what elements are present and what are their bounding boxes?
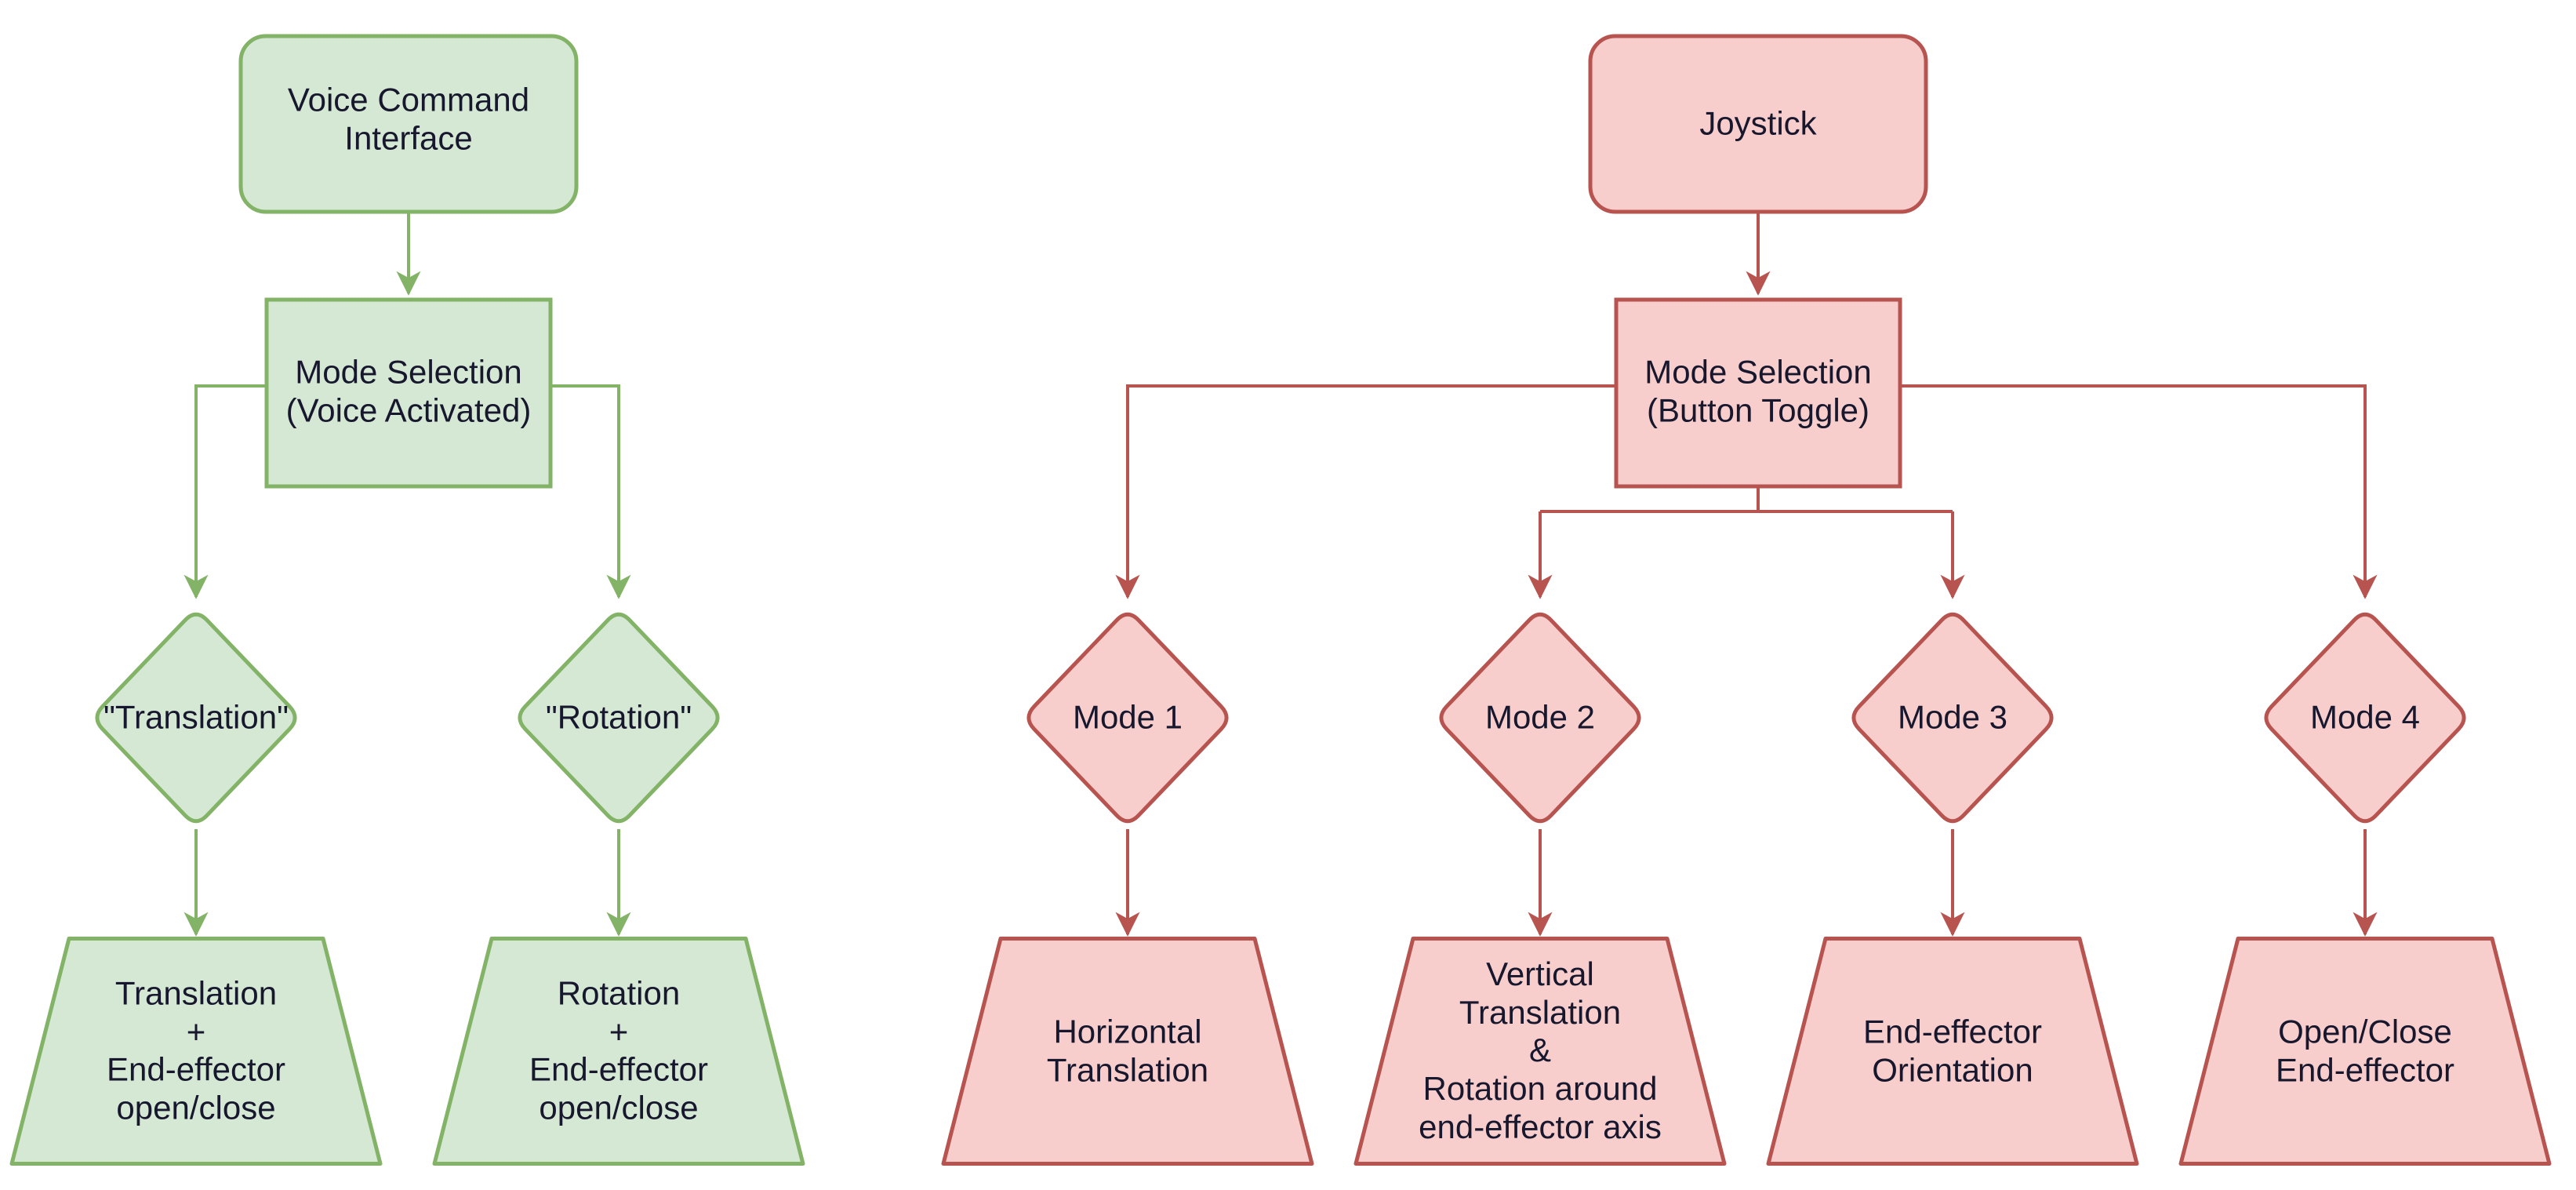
joystick-mode-to-mode4-arrow <box>1900 384 2378 599</box>
mode3-action-trapezoid <box>1768 939 2137 1164</box>
voice-flow-connectors <box>183 213 631 937</box>
voice-mode-to-rotation-arrow <box>550 384 631 599</box>
joystick-node <box>1588 34 1928 214</box>
mode1-action-trapezoid <box>943 939 1312 1164</box>
mode4-decision-diamond <box>2266 614 2464 821</box>
voice-mode-to-translation-arrow <box>183 384 267 599</box>
mode1-decision-diamond <box>1029 614 1226 821</box>
joystick-flow-nodes <box>943 34 2549 1164</box>
mode2-decision-diamond <box>1441 614 1639 821</box>
voice-mode-selection-node <box>264 297 553 489</box>
rotation-decision-diamond <box>520 614 718 821</box>
mode3-decision-diamond <box>1854 614 2051 821</box>
joystick-mode-split-connector <box>1540 486 1953 513</box>
translation-decision-diamond <box>97 614 295 821</box>
voice-command-node <box>238 34 579 214</box>
translation-action-trapezoid <box>12 939 380 1164</box>
voice-flow-nodes <box>12 34 803 1164</box>
joystick-mode-to-mode1-arrow <box>1115 384 1616 599</box>
rotation-action-trapezoid <box>434 939 803 1164</box>
mode4-action-trapezoid <box>2181 939 2549 1164</box>
mode2-action-trapezoid <box>1356 939 1724 1164</box>
joystick-flow-connectors <box>1115 213 2378 937</box>
joystick-mode-selection-node <box>1614 297 1902 489</box>
